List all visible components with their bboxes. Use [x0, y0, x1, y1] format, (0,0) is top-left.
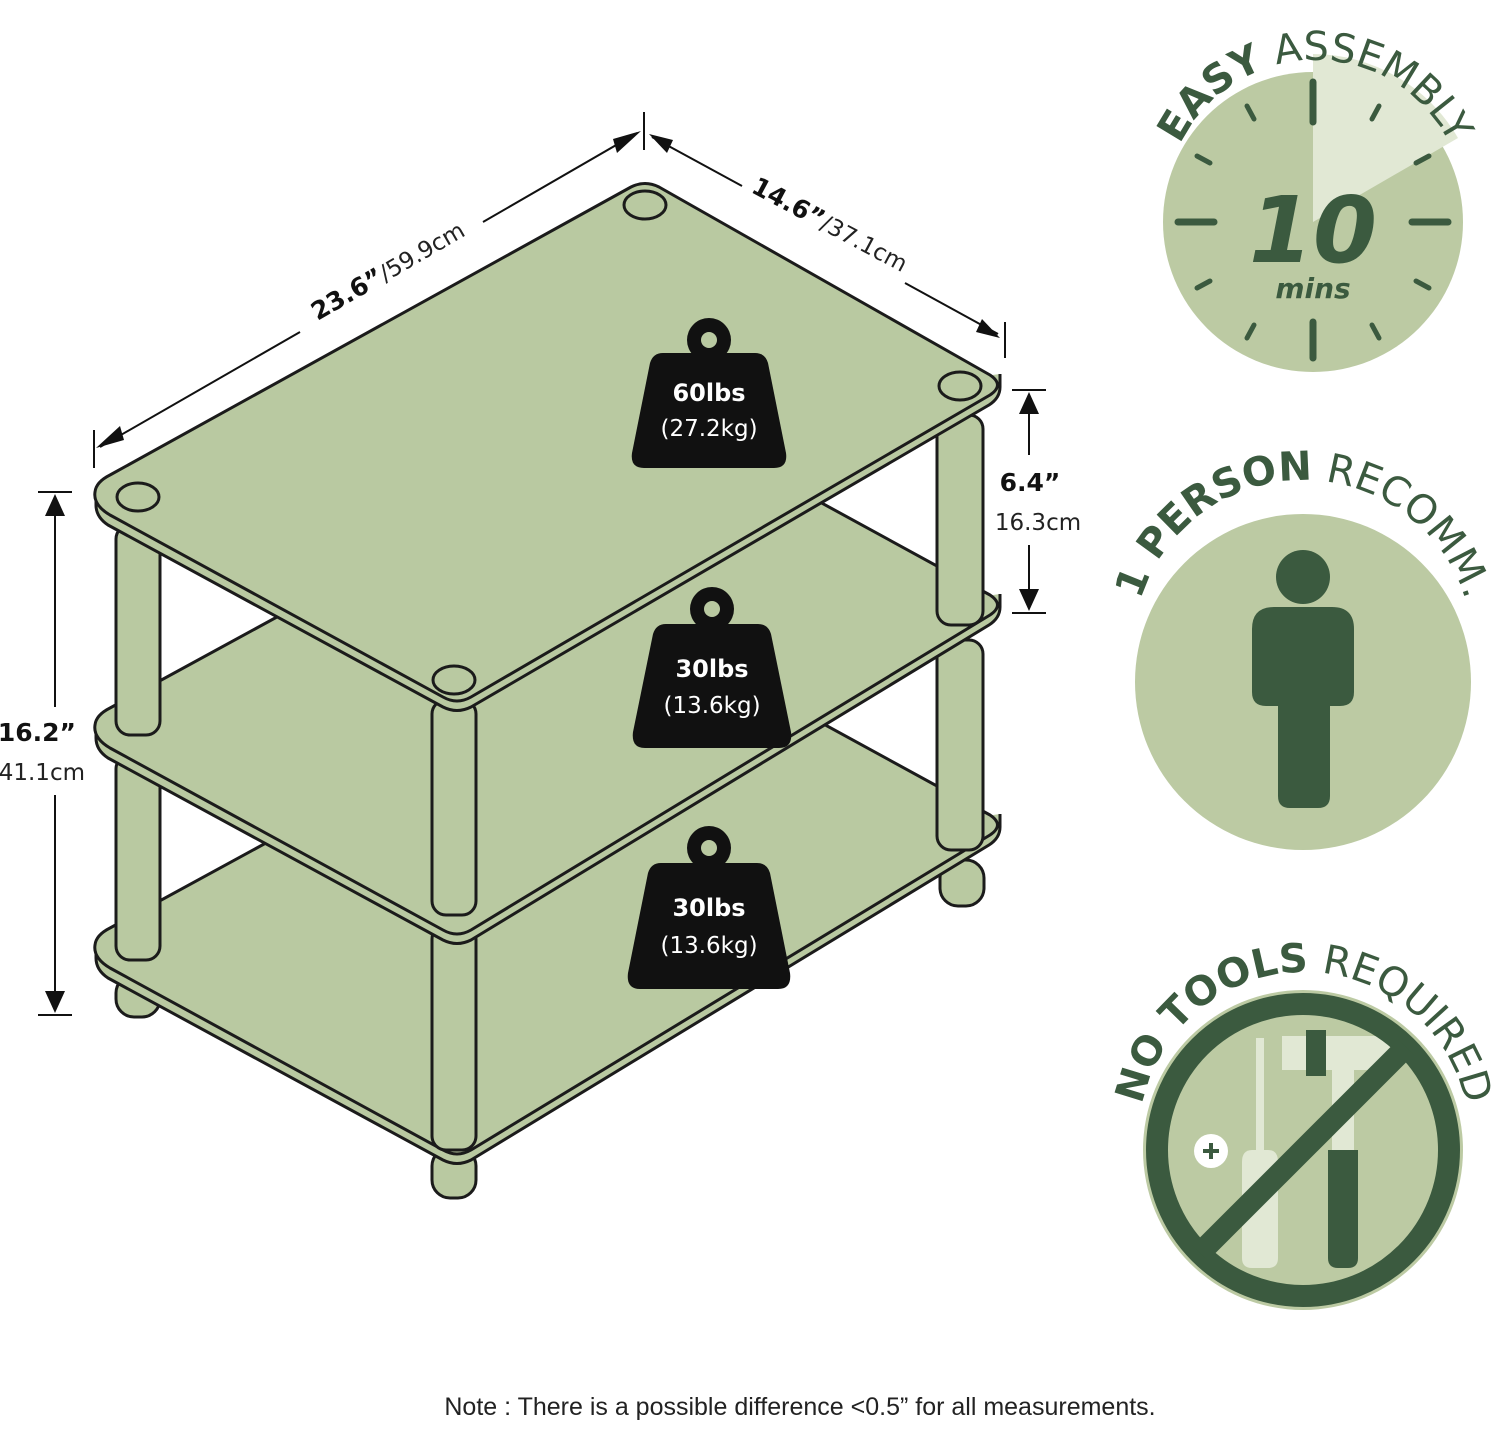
- measurement-note: Note : There is a possible difference <0…: [444, 1393, 1156, 1421]
- prohibition-circle: [1146, 993, 1460, 1307]
- post: [430, 923, 478, 1152]
- post: [430, 698, 478, 917]
- assembly-unit: mins: [1275, 272, 1350, 305]
- top-shelf: [93, 182, 999, 703]
- weight-icon: 30lbs (13.6kg): [632, 587, 792, 748]
- shelf-unit: [93, 182, 1002, 1200]
- post: [935, 638, 985, 852]
- weight-capacity-lbs: 30lbs: [672, 894, 745, 922]
- height-in-label: 16.2”: [0, 718, 76, 747]
- easy-assembly-badge: 10 mins EASY ASSEMBLY: [1149, 24, 1482, 372]
- height-cm-label: 41.1cm: [0, 760, 85, 786]
- shelf-gap-in-label: 6.4”: [1000, 468, 1061, 497]
- shelf-gap-dimension: 6.4” 16.3cm: [995, 389, 1081, 614]
- post: [114, 753, 162, 962]
- post-cap: [937, 370, 983, 402]
- no-tools-badge: NO TOOLS REQUIRED: [1107, 935, 1500, 1310]
- assembly-minutes: 10: [1249, 177, 1377, 284]
- weight-capacity-kg: (13.6kg): [663, 693, 760, 719]
- post-cap: [115, 481, 161, 513]
- one-person-badge: 1 PERSON RECOMM.: [1107, 443, 1500, 850]
- weight-capacity-lbs: 60lbs: [672, 379, 745, 407]
- clock-sector: [1313, 54, 1458, 222]
- shelf-gap-cm-label: 16.3cm: [995, 510, 1081, 536]
- weight-icon: 30lbs (13.6kg): [627, 826, 791, 989]
- height-dimension: 16.2” 41.1cm: [0, 491, 85, 1016]
- weight-icon: 60lbs (27.2kg): [631, 318, 787, 468]
- post: [114, 523, 162, 737]
- post: [935, 413, 985, 627]
- person-icon: [1252, 550, 1354, 808]
- weight-capacity-kg: (13.6kg): [660, 933, 757, 959]
- prohibition-slash: [1192, 1039, 1414, 1261]
- plus-icon: [1194, 1134, 1228, 1168]
- post-cap: [622, 189, 668, 221]
- clock-ticks-icon: [1174, 78, 1452, 362]
- weight-capacity-kg: (27.2kg): [660, 416, 757, 442]
- post-cap: [431, 664, 477, 696]
- weight-capacity-lbs: 30lbs: [675, 655, 748, 683]
